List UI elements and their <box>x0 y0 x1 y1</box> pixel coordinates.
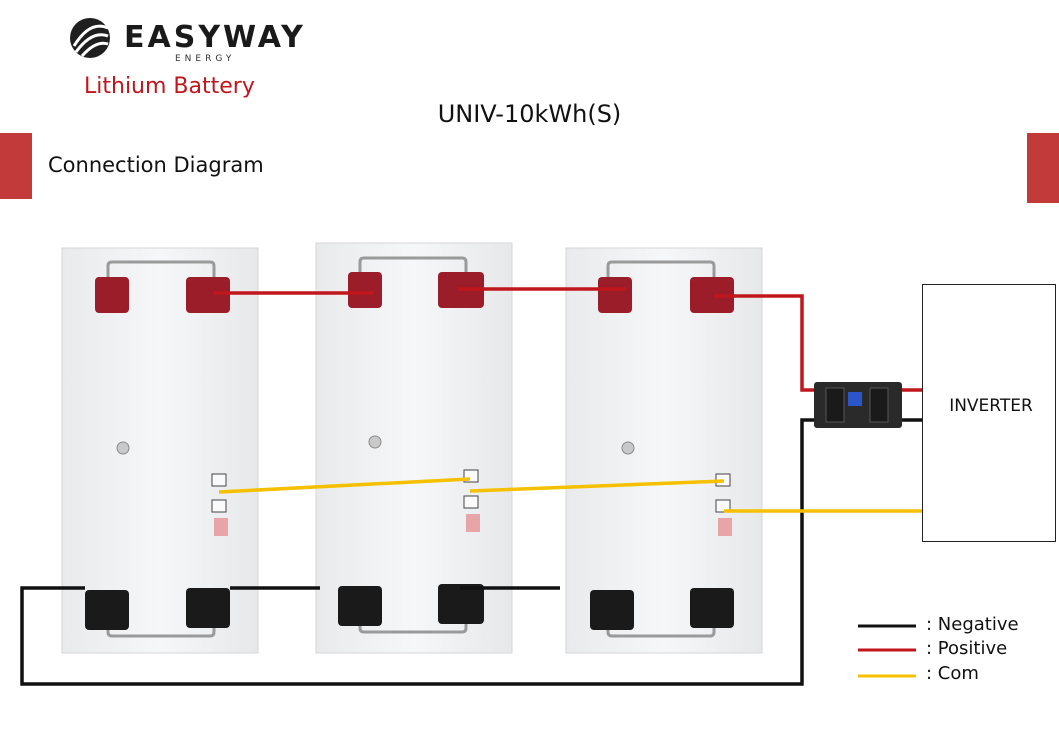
power-button-icon <box>116 435 635 455</box>
legend-com-label: : Com <box>926 663 979 684</box>
section-accent-left <box>0 133 32 199</box>
logo-icon <box>70 18 110 58</box>
inverter-box <box>922 284 1056 542</box>
section-accent-right <box>1027 133 1059 203</box>
com-wires <box>218 477 922 513</box>
brand-name: EASYWAY <box>124 20 306 55</box>
brand-sub: ENERGY <box>175 54 236 64</box>
legend-negative-label: : Negative <box>926 614 1019 635</box>
legend-positive-label: : Positive <box>926 638 1008 659</box>
section-title: Connection Diagram <box>48 153 264 177</box>
battery-module-3 <box>565 247 763 654</box>
positive-wires <box>214 287 922 392</box>
battery-module-1 <box>61 247 259 654</box>
dip-switch-icon <box>214 514 732 536</box>
model-title: UNIV-10kWh(S) <box>437 100 622 128</box>
negative-wires <box>20 418 922 686</box>
product-line: Lithium Battery <box>84 74 255 99</box>
negative-terminals <box>85 584 734 630</box>
breaker-icon <box>814 382 902 428</box>
logo <box>68 16 112 60</box>
inverter-label: INVERTER <box>949 396 1033 416</box>
